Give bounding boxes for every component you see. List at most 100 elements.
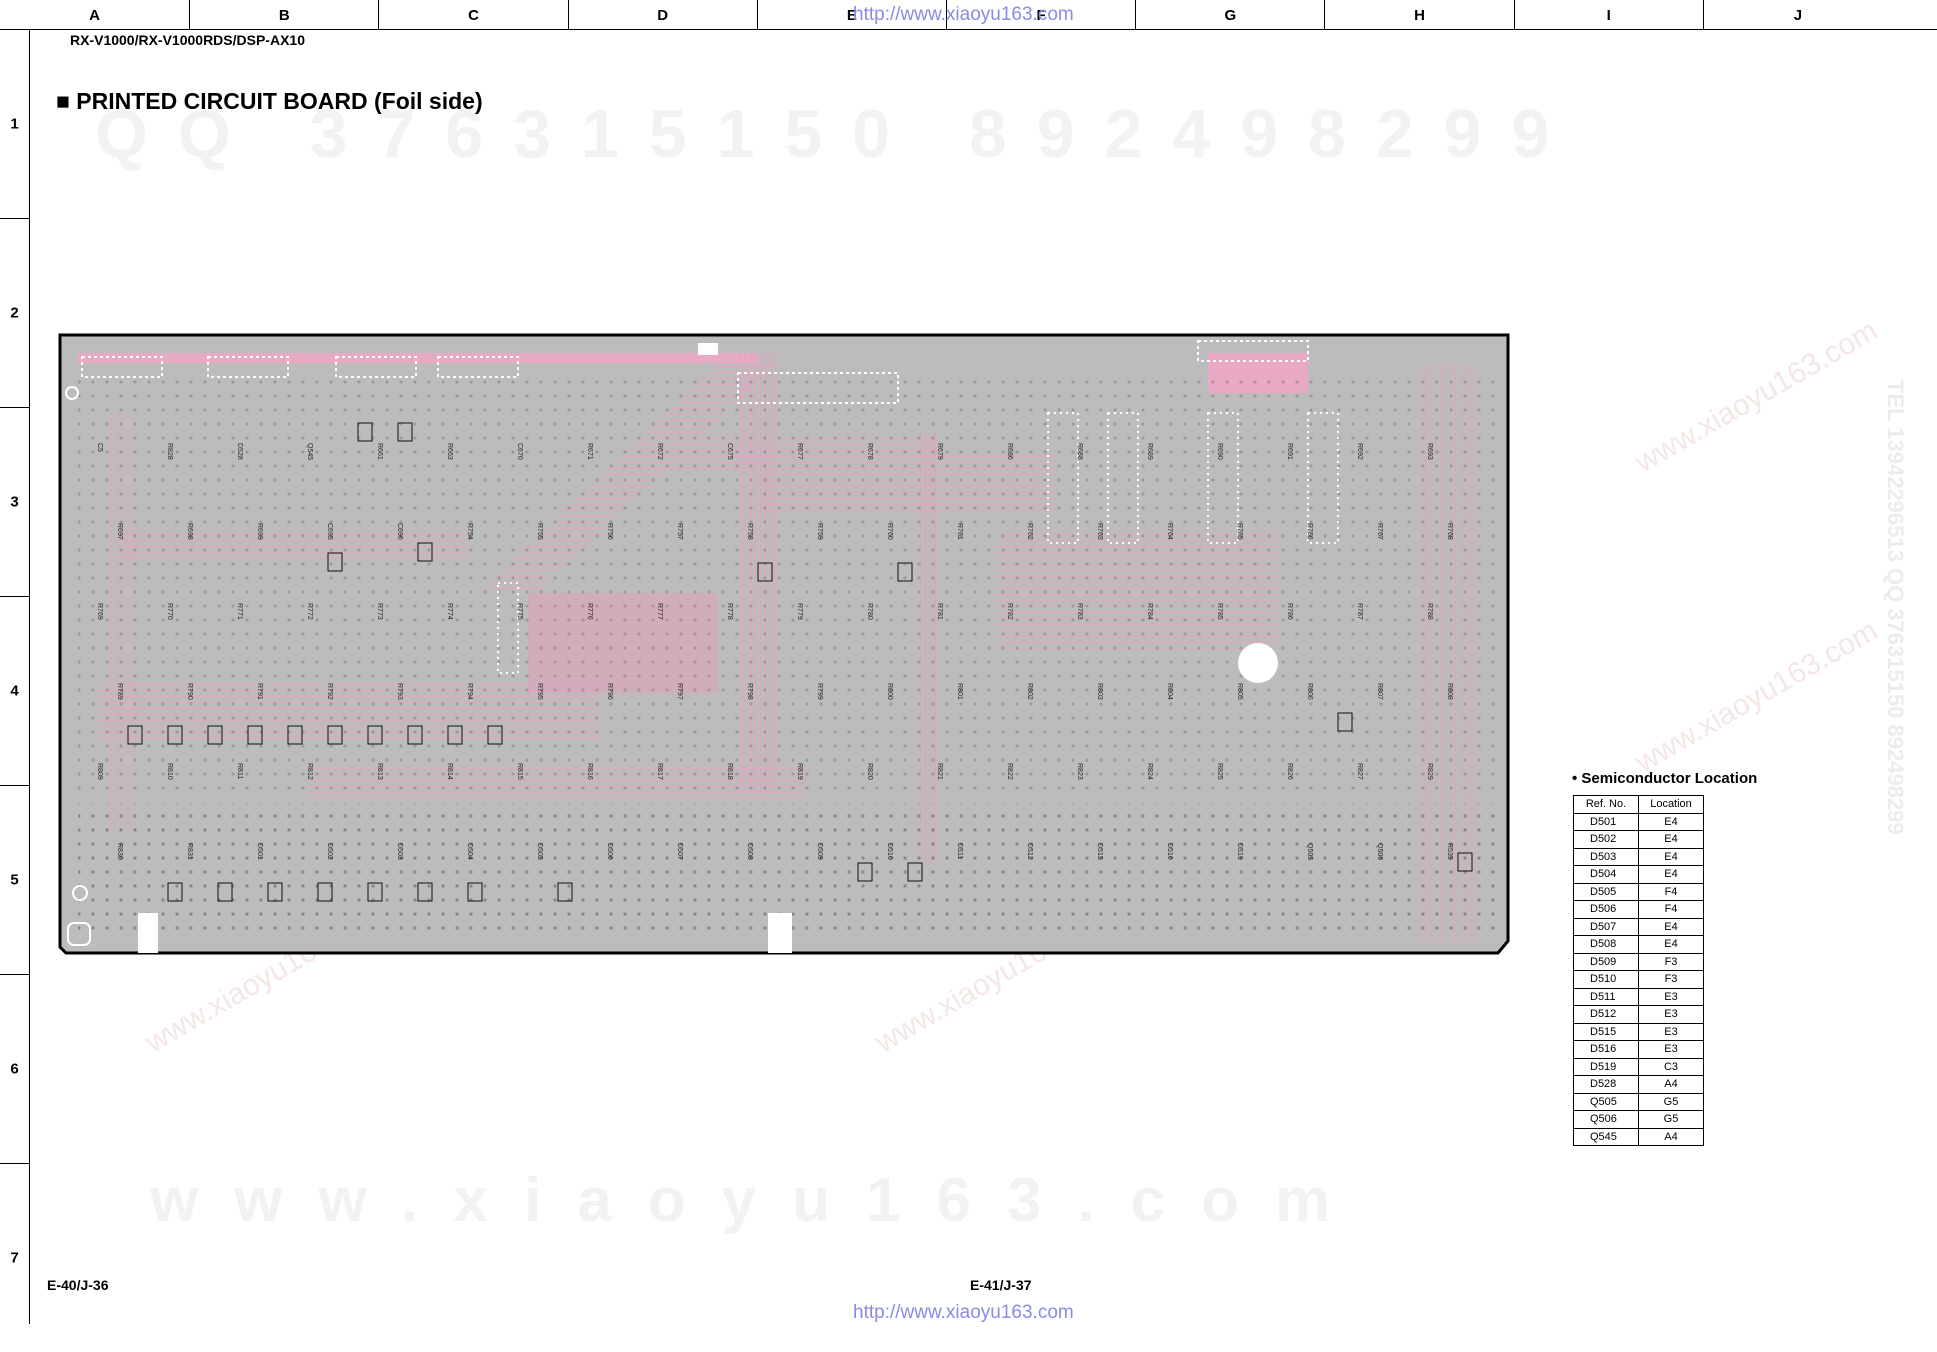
location-cell: E4 (1638, 812, 1704, 831)
ref-no-cell: Q506 (1573, 1110, 1639, 1129)
ref-no-cell: D504 (1573, 865, 1639, 884)
component-label: R805 (1236, 683, 1243, 700)
row-label-3: 3 (0, 407, 29, 596)
component-label: R780 (866, 603, 873, 620)
location-cell: A4 (1638, 1075, 1704, 1094)
component-label: R811 (236, 763, 243, 779)
component-label: R775 (516, 603, 523, 620)
component-label: R801 (956, 683, 963, 700)
component-label: R809 (96, 763, 103, 780)
component-label: R784 (1146, 603, 1153, 620)
component-label: R686 (1006, 443, 1013, 460)
ref-no-cell: D506 (1573, 900, 1639, 919)
component-label: C5 (96, 443, 103, 452)
location-cell: G5 (1638, 1110, 1704, 1129)
column-label-h: H (1324, 0, 1513, 29)
component-label: R758 (746, 523, 753, 540)
component-label: D504 (466, 843, 473, 860)
component-label: R763 (1096, 523, 1103, 540)
component-label: R815 (516, 763, 523, 780)
component-label: R831 (186, 843, 193, 860)
ref-no-cell: D501 (1573, 812, 1639, 831)
top-url-link[interactable]: http://www.xiaoyu163.com (853, 4, 1074, 25)
component-label: R783 (1076, 603, 1083, 620)
component-label: R796 (606, 683, 613, 700)
component-label: R661 (376, 443, 383, 460)
location-cell: F4 (1638, 900, 1704, 919)
row-label-1: 1 (10, 115, 19, 132)
watermark-side-text: TEL 13942296513 QQ 376315150 892498299 (1883, 380, 1908, 835)
column-label-a: A (89, 7, 100, 24)
component-label: D507 (676, 843, 683, 860)
component-label: C696 (396, 523, 403, 540)
bottom-url-link[interactable]: http://www.xiaoyu163.com (853, 1302, 1074, 1323)
component-label: R795 (536, 683, 543, 700)
component-label: R539 (1446, 843, 1453, 860)
component-label: R810 (166, 763, 173, 780)
component-label: R777 (656, 603, 663, 620)
component-label: D512 (1026, 843, 1033, 860)
semiconductor-location-title: • Semiconductor Location (1572, 770, 1758, 787)
row-label-6: 6 (0, 974, 29, 1163)
component-label: Q505 (1306, 843, 1313, 860)
ref-no-cell: D509 (1573, 952, 1639, 971)
page-number-left: E-40/J-36 (47, 1277, 109, 1293)
ref-no-cell: D507 (1573, 917, 1639, 936)
component-label: R812 (306, 763, 313, 780)
component-label: R813 (376, 763, 383, 780)
component-label: R825 (1216, 763, 1223, 780)
component-label: R804 (1166, 683, 1173, 700)
component-label: Q545 (306, 443, 313, 460)
component-label: D528 (236, 443, 243, 460)
component-label: R799 (816, 683, 823, 700)
column-label-d: D (567, 0, 757, 29)
component-label: R759 (816, 523, 823, 540)
location-header: Location (1638, 795, 1704, 814)
component-label: R771 (236, 603, 243, 620)
column-label-f: F (946, 0, 1135, 29)
component-label: R817 (656, 763, 663, 780)
ref-no-cell: D503 (1573, 847, 1639, 866)
watermark-site: www.xiaoyu163.com (150, 1166, 1367, 1235)
component-label: R764 (1166, 523, 1173, 540)
row-label-4: 4 (0, 596, 29, 785)
component-label: R798 (746, 683, 753, 700)
component-label: D511 (956, 843, 963, 859)
component-label: R821 (936, 763, 943, 780)
location-cell: E3 (1638, 1022, 1704, 1041)
component-label: R820 (866, 763, 873, 780)
component-label: R791 (256, 683, 263, 700)
component-label: R803 (1096, 683, 1103, 700)
component-label: R830 (116, 843, 123, 860)
component-label: R756 (606, 523, 613, 540)
component-label: R693 (1426, 443, 1433, 460)
component-label: R766 (1306, 523, 1313, 540)
location-cell: E4 (1638, 917, 1704, 936)
location-cell: F3 (1638, 952, 1704, 971)
watermark-diag-2: www.xiaoyu163.com (1629, 613, 1884, 780)
component-label: R786 (1286, 603, 1293, 620)
location-cell: A4 (1638, 1127, 1704, 1146)
component-label: D509 (816, 843, 823, 860)
location-cell: E3 (1638, 1040, 1704, 1059)
ref-no-cell: D512 (1573, 1005, 1639, 1024)
component-label: R816 (586, 763, 593, 780)
component-label: Q506 (1376, 843, 1383, 860)
component-label: R826 (1286, 763, 1293, 780)
location-cell: E4 (1638, 935, 1704, 954)
component-label: R782 (1006, 603, 1013, 620)
row-label-2: 2 (0, 218, 29, 407)
column-label-c: C (378, 0, 567, 29)
ref-no-cell: Q505 (1573, 1092, 1639, 1111)
